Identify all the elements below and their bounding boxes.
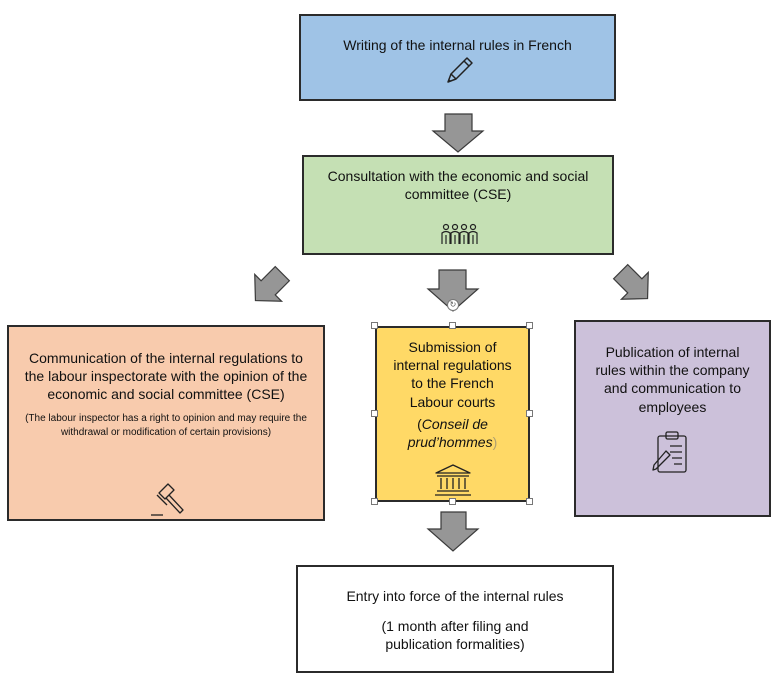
writing-box-title: Writing of the internal rules in French <box>343 37 572 53</box>
entry-box-note: (1 month after filing and publication fo… <box>381 618 529 653</box>
selection-handle-w[interactable] <box>371 410 378 417</box>
gavel-icon <box>151 483 184 516</box>
selection-handle-n[interactable] <box>449 322 456 329</box>
arrow-consultation-to-communication <box>254 265 291 302</box>
communication-box-note: (The labour inspector has a right to opi… <box>25 412 307 439</box>
selection-handle-e[interactable] <box>526 410 533 417</box>
consultation-box-title: Consultation with the economic and socia… <box>327 168 589 203</box>
submission-paren-close: ) <box>492 433 498 450</box>
arrow-consultation-to-publication <box>612 263 649 300</box>
arrow-submission-to-entry <box>426 511 480 552</box>
publication-box: Publication of internal rules within the… <box>574 320 771 517</box>
pen-icon <box>447 57 473 83</box>
courthouse-icon <box>435 464 471 496</box>
selection-handle-se[interactable] <box>526 498 533 505</box>
selection-handle-ne[interactable] <box>526 322 533 329</box>
rotate-handle-icon[interactable]: ↻ <box>447 299 459 311</box>
arrow-consultation-to-submission <box>426 269 480 312</box>
people-group-icon <box>441 223 478 244</box>
selection-handle-nw[interactable] <box>371 322 378 329</box>
clipboard-icon <box>652 431 687 473</box>
submission-box[interactable]: Submission of internal regulations to th… <box>375 326 530 502</box>
selection-handle-sw[interactable] <box>371 498 378 505</box>
writing-box: Writing of the internal rules in French <box>299 14 616 101</box>
entry-box-title: Entry into force of the internal rules <box>346 588 564 604</box>
arrow-writing-to-consultation <box>431 113 485 153</box>
submission-paren-open: ( <box>417 415 422 432</box>
submission-box-subtitle: (Conseil de prud’hommes) <box>385 415 520 451</box>
entry-box: Entry into force of the internal rules (… <box>296 565 614 673</box>
consultation-box: Consultation with the economic and socia… <box>302 155 614 255</box>
communication-box: Communication of the internal regulation… <box>7 325 325 521</box>
communication-box-title: Communication of the internal regulation… <box>24 350 308 403</box>
selection-handle-s[interactable] <box>449 498 456 505</box>
submission-box-title: Submission of internal regulations to th… <box>393 339 512 410</box>
publication-box-title: Publication of internal rules within the… <box>595 344 750 415</box>
submission-italic: Conseil de prud’hommes <box>407 415 493 450</box>
